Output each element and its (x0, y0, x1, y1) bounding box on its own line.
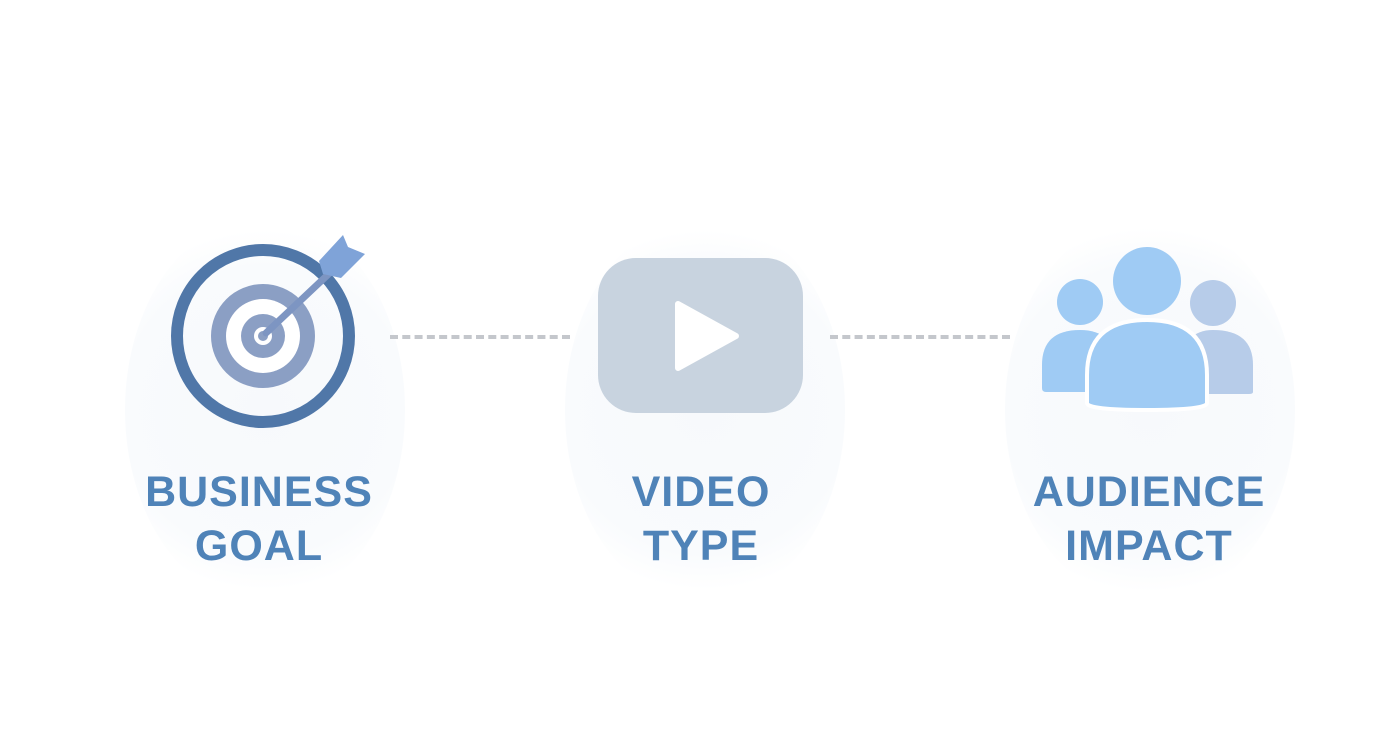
audience-group-icon (1035, 240, 1260, 415)
target-arrow-icon (165, 228, 375, 438)
business-goal-halo (125, 215, 405, 605)
audience-impact-label-line2: IMPACT (1065, 522, 1233, 570)
business-goal-label: BUSINESS GOAL (99, 465, 419, 573)
audience-impact-label-line1: AUDIENCE (1032, 468, 1266, 516)
business-goal-label-line2: GOAL (194, 522, 324, 570)
video-type-label: VIDEO TYPE (541, 465, 861, 573)
connector-dashed-line-1 (390, 335, 570, 339)
video-play-icon (598, 258, 803, 413)
video-type-label-line1: VIDEO (631, 468, 771, 516)
connector-dashed-line-2 (830, 335, 1010, 339)
business-goal-label-line1: BUSINESS (145, 468, 373, 516)
video-type-label-line2: TYPE (642, 522, 760, 570)
audience-impact-label: AUDIENCE IMPACT (989, 465, 1309, 573)
